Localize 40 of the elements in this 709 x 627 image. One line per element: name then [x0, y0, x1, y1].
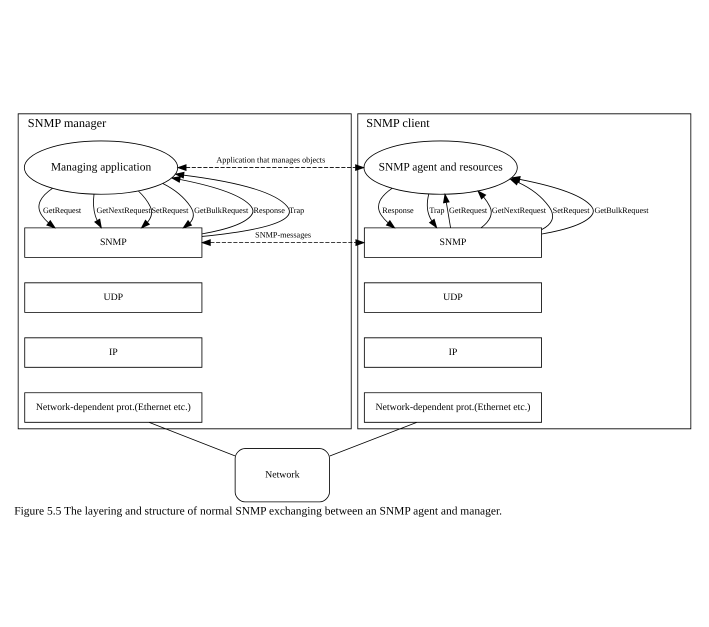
edge-label: Application that manages objects — [216, 155, 326, 164]
edge-label: GetRequest — [449, 206, 488, 215]
node-ellipse: SNMP agent and resources — [364, 140, 518, 194]
node-box: Network-dependent prot.(Ethernet etc.) — [24, 392, 202, 422]
edge-label: GetNextRequest — [492, 206, 546, 215]
node-box: IP — [364, 336, 542, 368]
edge-label: SetRequest — [552, 206, 590, 215]
arrow — [93, 193, 102, 228]
node-box: SNMP — [24, 226, 202, 258]
edge-label: Trap — [429, 206, 445, 215]
caption: Figure 5.5 The layering and structure of normal SNMP exchanging between an SNMP agent and manager. — [14, 504, 502, 517]
node-box: SNMP — [364, 226, 542, 258]
node-box: UDP — [364, 282, 542, 312]
node-box: IP — [24, 336, 202, 368]
node-box: Network — [234, 448, 330, 502]
edge-label: GetNextRequest — [96, 206, 151, 215]
arrow — [162, 182, 194, 228]
edge-label: GetBulkRequest — [594, 206, 649, 215]
arrow — [443, 192, 451, 228]
edge-label: Response — [382, 206, 414, 215]
arrow — [138, 190, 152, 228]
edge-label: Response — [253, 206, 285, 215]
edge-label: SNMP-messages — [255, 230, 312, 240]
connector — [148, 421, 236, 456]
arrow — [426, 193, 438, 228]
arrow — [200, 238, 366, 246]
edge-label: GetRequest — [42, 206, 82, 215]
edge-label: SetRequest — [152, 206, 188, 215]
node-box: UDP — [24, 282, 202, 312]
arrow — [170, 176, 254, 234]
arrow — [378, 187, 396, 228]
edge-label: Trap — [289, 206, 304, 215]
arrow — [38, 187, 56, 228]
node-ellipse: Managing application — [24, 140, 178, 194]
arrow — [176, 164, 366, 171]
edge-label: GetBulkRequest — [194, 206, 248, 215]
arrow — [174, 171, 290, 236]
connector — [329, 421, 418, 456]
node-box: Network-dependent prot.(Ethernet etc.) — [364, 392, 542, 422]
arrow — [477, 190, 492, 228]
